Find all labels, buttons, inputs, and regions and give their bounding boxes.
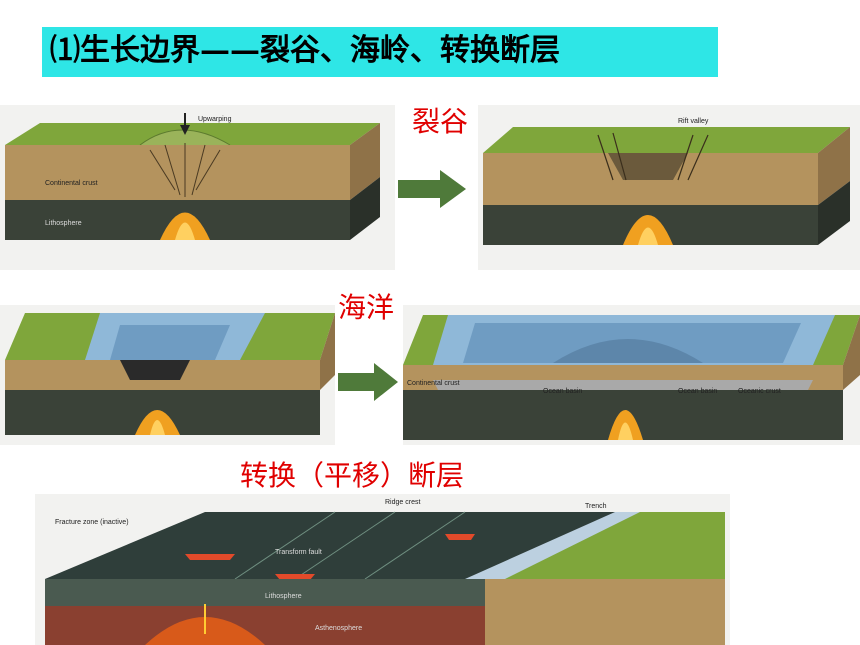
ridge-crest-text: Ridge crest [385, 499, 420, 506]
mature-ocean-diagram: Ocean basin Ocean basin Continental crus… [403, 305, 860, 445]
page-title: ⑴生长边界——裂谷、海岭、转换断层 [50, 33, 560, 68]
rift-valley-text: Rift valley [678, 118, 709, 125]
rift-valley-floor [608, 153, 688, 180]
asthenosphere-text: Asthenosphere [315, 625, 362, 632]
upwarping-diagram: Upwarping Continental crust Lithosphere [0, 105, 395, 270]
title-banner: ⑴生长边界——裂谷、海岭、转换断层 [42, 27, 718, 77]
ocean-ridge [553, 339, 703, 363]
young-ocean-diagram [0, 305, 335, 445]
ocean-basin-right-text: Ocean basin [678, 388, 717, 395]
crust-layer [5, 145, 350, 200]
lithosphere-text: Lithosphere [45, 220, 82, 227]
rift-label: 裂谷 [412, 105, 469, 138]
ocean-basin-left-text: Ocean basin [543, 388, 582, 395]
transform-fault-label: 转换（平移）断层 [240, 459, 465, 492]
continental-crust-text: Continental crust [45, 180, 98, 187]
arrow-icon [338, 363, 398, 401]
ocean-floor [45, 512, 635, 579]
oceanic-crust-text: Oceanic crust [738, 388, 781, 395]
rift-valley-diagram: Rift valley [478, 105, 860, 270]
transform-fault-text: Transform fault [275, 549, 322, 556]
arrow-icon [398, 170, 466, 208]
transform-fault-diagram: Ridge crest Trench Fracture zone (inacti… [35, 494, 730, 645]
trench-text: Trench [585, 503, 607, 510]
upwarping-text: Upwarping [198, 116, 232, 123]
ocean-label: 海洋 [338, 291, 395, 324]
continental-crust-2-text: Continental crust [407, 380, 460, 387]
fracture-zone-text: Fracture zone (inactive) [55, 519, 129, 526]
lithosphere-2-text: Lithosphere [265, 593, 302, 600]
